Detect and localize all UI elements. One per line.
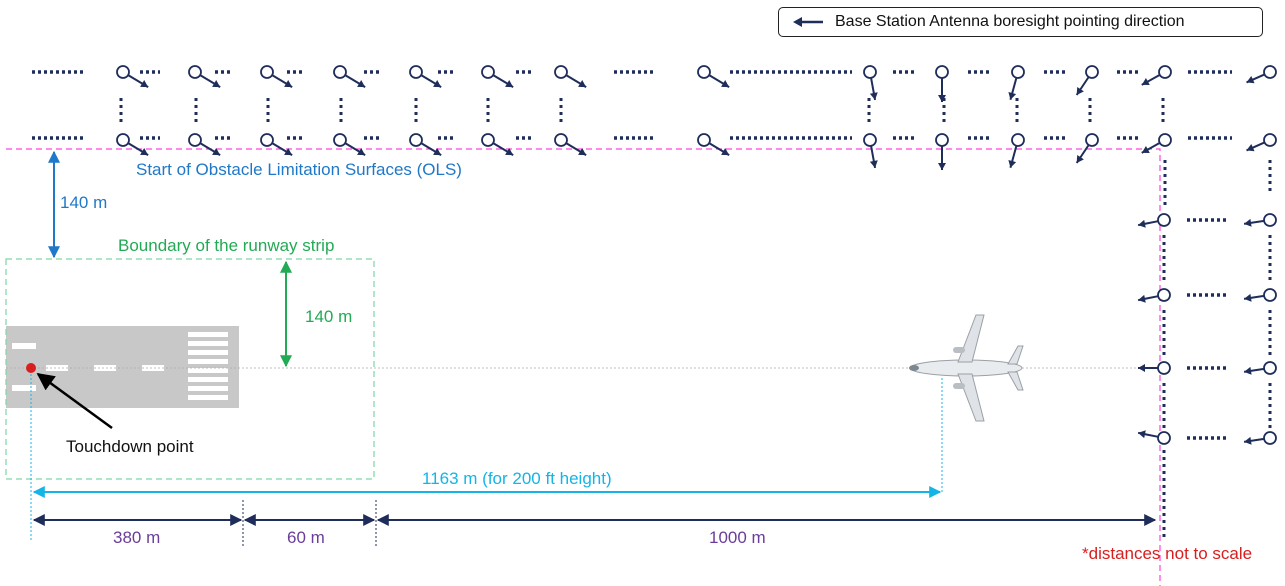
legend-arrow-icon (793, 17, 823, 27)
antenna-icon-28 (1137, 213, 1171, 228)
legend-text: Base Station Antenna boresight pointing … (835, 13, 1185, 30)
antenna-icon-21 (1008, 133, 1025, 169)
antenna-dotted-links (32, 70, 1272, 540)
antenna-icon-22 (1075, 65, 1099, 96)
aircraft-icon (909, 314, 1024, 422)
antenna-icon-18 (935, 65, 949, 102)
antenna-icon-19 (935, 133, 949, 170)
antenna-icon-8 (409, 65, 442, 88)
antenna-icon-32 (1138, 361, 1171, 375)
antenna-icon-11 (481, 133, 514, 156)
antenna-icon-24 (1141, 65, 1172, 86)
antenna-icon-25 (1141, 133, 1172, 154)
segment-label-1000m: 1000 m (709, 528, 766, 547)
ols-distance-label: 140 m (60, 193, 108, 212)
antenna-icon-2 (188, 65, 221, 88)
touchdown-point-label: Touchdown point (66, 437, 194, 456)
antenna-icon-33 (1243, 361, 1277, 375)
threshold-markings (188, 332, 228, 400)
antenna-icon-5 (260, 133, 293, 156)
runway-strip-boundary (5, 258, 375, 480)
antenna-icon-3 (188, 133, 221, 156)
antenna-icon-7 (333, 133, 366, 156)
antenna-icon-9 (409, 133, 442, 156)
segment-label-60m: 60 m (287, 528, 325, 547)
touchdown-point-marker (26, 363, 36, 373)
antenna-icon-27 (1246, 133, 1277, 152)
antenna-icon-12 (554, 65, 587, 88)
ols-label: Start of Obstacle Limitation Surfaces (O… (136, 160, 462, 179)
legend: Base Station Antenna boresight pointing … (778, 7, 1263, 37)
strip-distance-label: 140 m (305, 307, 353, 326)
antenna-icon-10 (481, 65, 514, 88)
antenna-icon-35 (1243, 431, 1277, 445)
antenna-icon-1 (116, 133, 149, 156)
base-station-antennas (116, 65, 1277, 445)
antenna-icon-0 (116, 65, 149, 88)
antenna-icon-16 (863, 65, 878, 101)
aircraft-distance-label: 1163 m (for 200 ft height) (422, 469, 612, 488)
antenna-icon-6 (333, 65, 366, 88)
not-to-scale-note: *distances not to scale (1082, 544, 1253, 563)
antenna-icon-15 (697, 133, 730, 156)
antenna-icon-31 (1243, 288, 1277, 302)
antenna-icon-4 (260, 65, 293, 88)
segment-label-380m: 380 m (113, 528, 161, 547)
antenna-icon-14 (697, 65, 730, 88)
antenna-icon-26 (1246, 65, 1277, 84)
antenna-icon-17 (863, 133, 878, 169)
touchdown-pointer-arrow (36, 372, 113, 430)
antenna-icon-30 (1137, 288, 1171, 303)
antenna-icon-13 (554, 133, 587, 156)
runway (6, 326, 239, 408)
antenna-icon-23 (1075, 133, 1099, 164)
antenna-icon-29 (1243, 213, 1277, 227)
antenna-icon-20 (1008, 65, 1025, 101)
antenna-icon-34 (1137, 430, 1171, 445)
runway-strip-label: Boundary of the runway strip (118, 236, 335, 255)
